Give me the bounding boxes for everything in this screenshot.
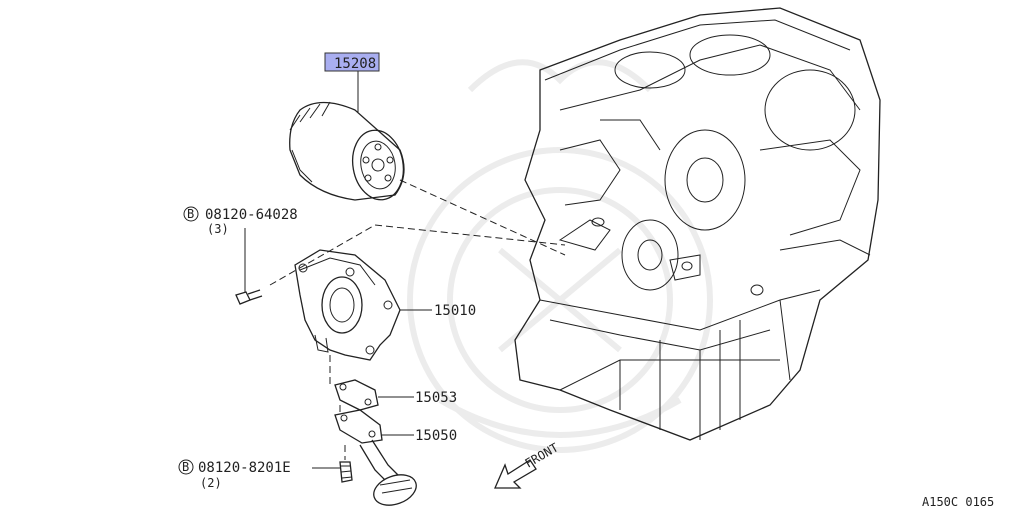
upper-bolt-code: 08120-64028	[205, 207, 298, 223]
oil-pump	[294, 249, 401, 361]
bolt-symbol-lower: B	[182, 460, 189, 474]
label-oil-pump[interactable]: 15010	[434, 303, 476, 319]
upper-bolt	[235, 289, 263, 305]
gasket-15053	[334, 379, 379, 411]
upper-bolt-callout[interactable]: B 08120-64028 (3)	[183, 206, 298, 236]
oil-strainer	[359, 439, 417, 506]
label-gasket-15053[interactable]: 15053	[415, 390, 457, 406]
lower-bolt-callout[interactable]: B 08120-8201E (2)	[178, 459, 291, 490]
figure-code: A150C 0165	[922, 495, 994, 509]
lower-bolt-qty: (2)	[200, 476, 222, 490]
label-gasket-15050[interactable]: 15050	[415, 428, 457, 444]
upper-bolt-qty: (3)	[207, 222, 229, 236]
lower-bolt-code: 08120-8201E	[198, 460, 291, 476]
leader-lines	[244, 70, 432, 469]
bolt-symbol-upper: B	[187, 207, 194, 221]
label-oil-filter[interactable]: 15208	[334, 56, 376, 72]
gasket-15050	[334, 409, 383, 444]
lower-bolt	[339, 461, 353, 483]
engine-block	[514, 7, 881, 441]
part-highlight-box[interactable]	[324, 52, 380, 72]
assembly-guides	[269, 179, 566, 460]
oil-filter	[289, 101, 405, 201]
